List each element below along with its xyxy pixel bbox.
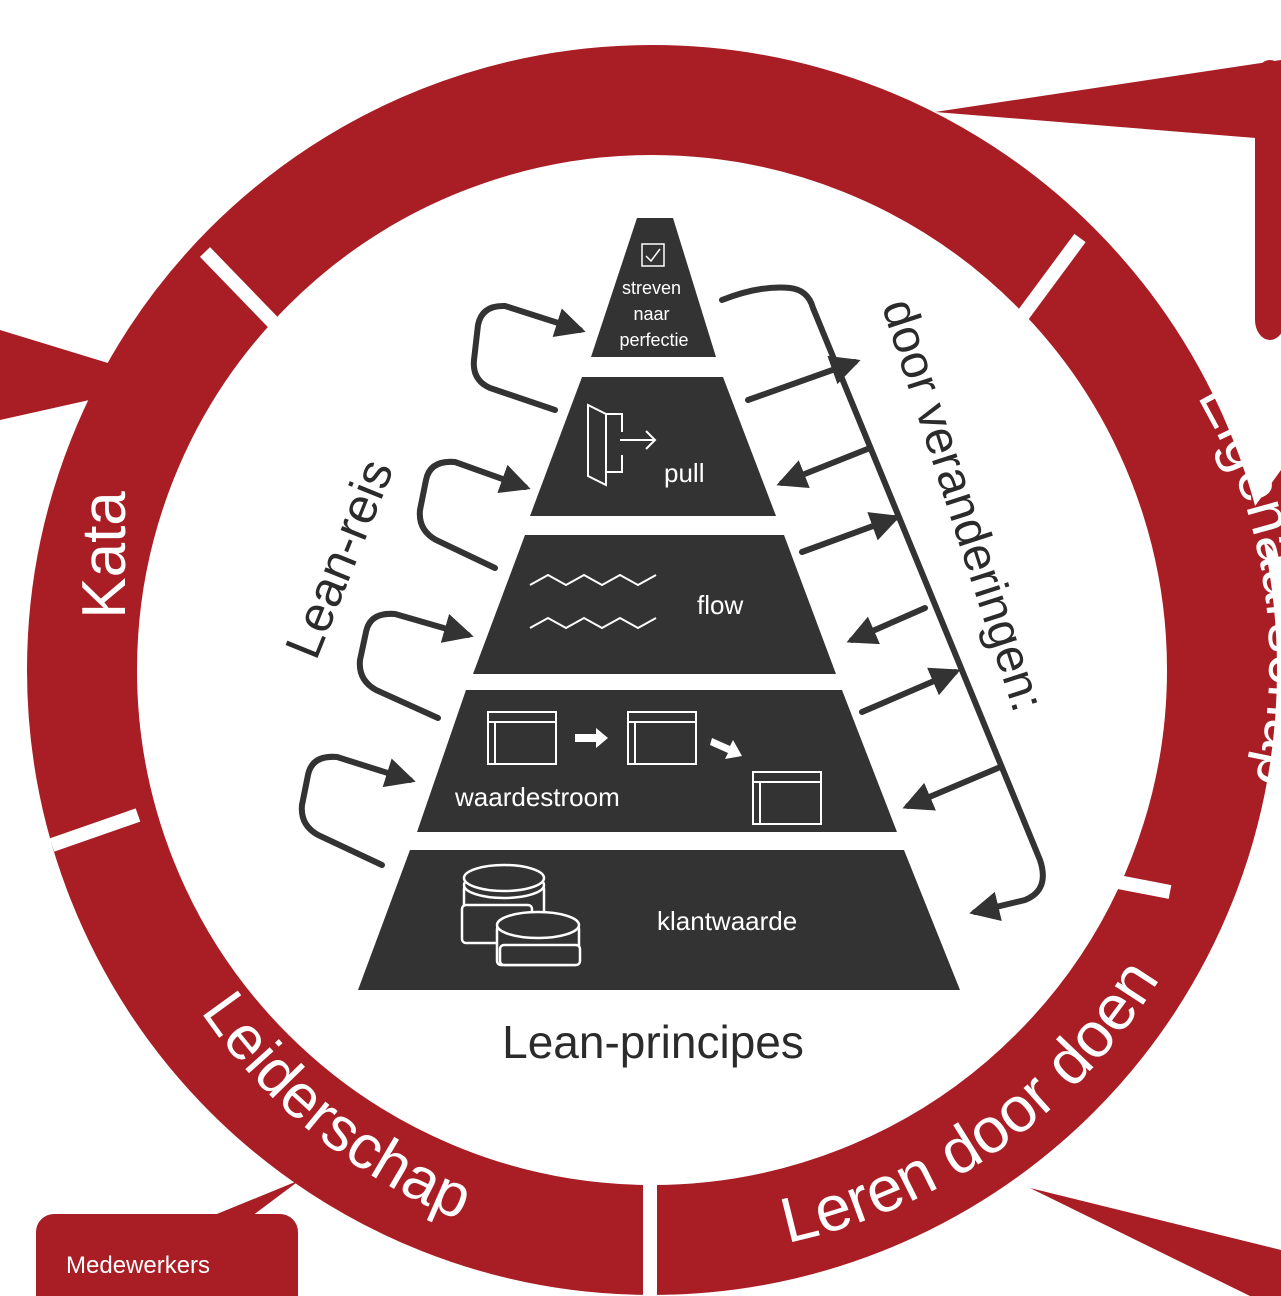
right-label-door-veranderingen: door veranderingen: (871, 293, 1054, 718)
pyramid-caption: Lean-principes (502, 1016, 804, 1068)
callout-medewerkers: Medewerkers (36, 1214, 298, 1296)
tier-label-flow: flow (697, 590, 743, 620)
veranderingen-arrows (719, 284, 1046, 921)
process-windows-icon (487, 711, 822, 825)
tier-streven-naar-perfectie (591, 218, 716, 357)
wave-icon (529, 573, 657, 630)
tier-label-streven: streven naar perfectie (619, 278, 688, 350)
left-label-lean-reis: Lean-reis (274, 452, 404, 666)
tier-label-waardestroom: waardestroom (454, 782, 620, 812)
tier-label-klantwaarde: klantwaarde (657, 906, 797, 936)
tier-label-pull: pull (664, 458, 704, 488)
exit-door-icon (587, 403, 657, 487)
circular-ring (27, 45, 1277, 1296)
coins-icon (460, 863, 582, 967)
callout-pointers (0, 60, 1281, 1296)
checkbox-icon (641, 243, 665, 267)
tier-pull (530, 377, 776, 516)
ring-label-kata: Kata (70, 491, 139, 619)
tier-flow (473, 535, 836, 674)
tier-waardestroom (417, 690, 897, 832)
lean-reis-loop-arrows (298, 302, 586, 868)
